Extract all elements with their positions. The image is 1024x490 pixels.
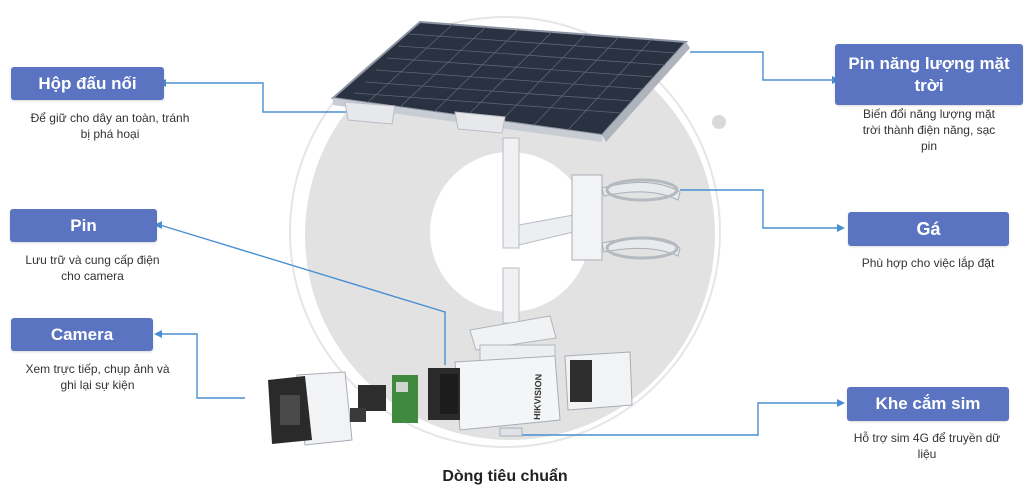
connector-lines bbox=[159, 51, 837, 436]
battery-label: Pin bbox=[10, 209, 157, 242]
camera-desc-line2: ghi lại sự kiện bbox=[60, 378, 135, 392]
camera-front-illustration bbox=[268, 371, 353, 446]
sim-slot-desc-line2: liệu bbox=[917, 447, 937, 461]
connector-camera bbox=[160, 333, 245, 399]
connector-mount bbox=[680, 189, 837, 229]
junction-box-desc-line2: bị phá hoại bbox=[80, 127, 140, 141]
battery-title: Pin bbox=[70, 215, 97, 235]
sim-slot-illustration bbox=[499, 351, 633, 437]
background-ring bbox=[289, 16, 721, 448]
junction-box-description: Để giữ cho dây an toàn, tránh bị phá hoạ… bbox=[5, 110, 215, 142]
sim-slot-desc-line1: Hỗ trợ sim 4G để truyền dữ bbox=[853, 431, 1001, 445]
arrow-mount bbox=[837, 224, 845, 232]
mount-desc-line1: Phù hợp cho việc lắp đặt bbox=[861, 256, 995, 270]
connector-battery bbox=[159, 224, 446, 365]
solar-panel-illustration bbox=[330, 20, 690, 142]
decor-dot bbox=[712, 115, 726, 129]
battery-description: Lưu trữ và cung cấp điện cho camera bbox=[0, 252, 185, 284]
connector-solar-panel bbox=[690, 51, 832, 81]
mount-title: Gá bbox=[916, 218, 941, 239]
solar-panel-title-line2: trời bbox=[914, 75, 944, 95]
camera-internal-parts-illustration bbox=[350, 375, 418, 423]
arrow-battery bbox=[154, 221, 162, 229]
camera-illustration: HIKVISION bbox=[428, 355, 561, 431]
brand-logo: HIKVISION bbox=[532, 374, 544, 420]
solar-panel-desc-line1: Biến đổi năng lượng mặt bbox=[863, 107, 995, 121]
junction-box-label: Hộp đấu nối bbox=[11, 67, 164, 100]
arrow-camera bbox=[154, 330, 162, 338]
connector-sim-slot bbox=[510, 402, 837, 436]
camera-title: Camera bbox=[50, 324, 114, 344]
sim-slot-title: Khe cắm sim bbox=[875, 394, 981, 413]
solar-panel-desc-line3: pin bbox=[920, 139, 937, 153]
battery-desc-line1: Lưu trữ và cung cấp điện bbox=[25, 253, 160, 267]
junction-box-illustration bbox=[344, 101, 506, 134]
camera-desc-line1: Xem trực tiếp, chụp ảnh và bbox=[25, 362, 170, 376]
mount-illustration bbox=[571, 174, 681, 261]
mount-label: Gá bbox=[848, 212, 1009, 246]
solar-panel-desc-line2: trời thành điện năng, sạc bbox=[862, 123, 996, 137]
solar-panel-label: Pin năng lượng mặt trời bbox=[835, 44, 1023, 105]
connector-junction-box bbox=[165, 82, 350, 113]
camera-label: Camera bbox=[11, 318, 153, 351]
mount-description: Phù hợp cho việc lắp đặt bbox=[830, 255, 1024, 271]
junction-box-title: Hộp đấu nối bbox=[38, 73, 137, 93]
diagram-caption: Dòng tiêu chuẩn bbox=[442, 468, 568, 485]
solar-panel-title-line1: Pin năng lượng mặt bbox=[848, 53, 1010, 73]
sim-slot-description: Hỗ trợ sim 4G để truyền dữ liệu bbox=[830, 430, 1024, 462]
junction-box-desc-line1: Để giữ cho dây an toàn, tránh bbox=[30, 111, 190, 125]
battery-desc-line2: cho camera bbox=[61, 269, 124, 283]
arrow-sim-slot bbox=[837, 399, 845, 407]
camera-description: Xem trực tiếp, chụp ảnh và ghi lại sự ki… bbox=[5, 361, 190, 393]
solar-panel-description: Biến đổi năng lượng mặt trời thành điện … bbox=[835, 106, 1023, 154]
sim-slot-label: Khe cắm sim bbox=[847, 387, 1009, 421]
